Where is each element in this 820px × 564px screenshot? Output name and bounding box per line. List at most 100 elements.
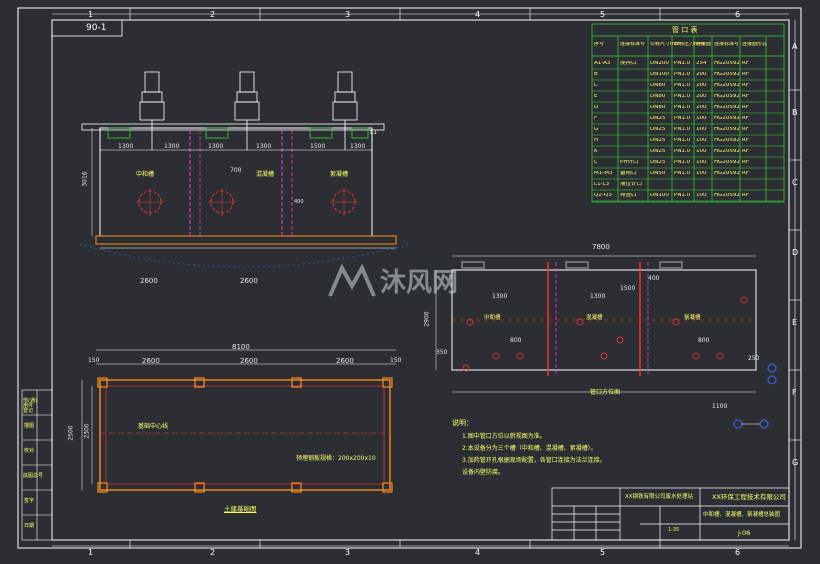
table-cell: DN80 [650,105,666,110]
table-cell: PN1.0 [674,83,691,88]
table-header-cell: 连接面 [696,42,712,47]
table-cell: PN1.0 [674,171,691,176]
front-tag-l1: L1 [370,129,378,136]
corner-code: 90-1 [86,23,107,33]
table-cell: PN1.0 [674,138,691,143]
side-view [435,255,777,429]
grid-top-3: 3 [345,10,351,19]
plan-part-2: 2600 [336,357,354,365]
table-cell: K [594,149,598,154]
grid-side-d: D [792,248,799,257]
left-strip [21,389,53,541]
table-cell: RF [742,83,749,88]
table-cell: L [594,160,598,165]
table-cell: RF [742,116,749,121]
table-header-cell: 连接标准号 [714,42,740,47]
grid-side-g: G [792,458,799,467]
notes-line-3: 设备内壁防腐。 [462,469,505,476]
side-dim-1: 400 [648,275,660,282]
agitator-2 [234,71,260,150]
grid-top-4: 4 [475,10,481,19]
grid-bottom-1: 1 [88,548,94,557]
plan-part-1: 2600 [240,357,258,365]
table-cell: PN1.0 [674,193,691,198]
grid-bottom-4: 4 [475,548,481,557]
title-scale: 1:35 [668,527,680,533]
front-height-dim: 3016 [81,171,89,187]
table-cell: PN1.0 [674,105,691,110]
outer-frame [17,7,802,549]
table-cell: HG20592 [714,116,740,121]
agitator-1 [139,71,165,150]
grid-top-ticks [52,8,801,548]
table-header-cell: 连接面形式 [742,42,768,47]
table-cell: HG20592 [714,160,740,165]
table-cell: HG20592 [714,61,740,66]
table-cell: PN1.0 [674,94,691,99]
table-cell: RF [742,138,749,143]
table-cell: 排渣口 [620,193,637,198]
table-cell: PN1.0 [674,116,691,121]
table-header-cell: 序号 [594,42,605,47]
side-dim-4: 800 [510,337,522,344]
front-dim-top-5: 1300 [350,143,366,150]
front-dim-top-4: 1500 [310,143,326,150]
table-cell: DN25 [650,149,666,154]
table-cell: HG20592 [714,72,740,77]
strip-label-5: 日期 [24,523,35,529]
table-cell: G [594,127,599,132]
front-dim-top-3: 1300 [256,143,272,150]
grid-bottom-6: 6 [735,548,741,557]
front-dim-400: 400 [294,199,304,205]
watermark-logo [328,263,376,297]
corner-code-box [51,19,123,37]
table-cell: RF [742,105,749,110]
table-cell: RF [742,127,749,132]
table-cell: DN25 [650,160,666,165]
tank-body [99,127,373,237]
side-label-1: 混凝槽 [586,315,603,321]
table-cell: E [594,94,598,99]
table-cell: DN200 [650,61,669,66]
grid-side-a: A [792,42,798,51]
table-header-cell: 公称尺寸mm [650,42,680,47]
strip-label-0: 借(通)用件登记 [23,398,37,414]
table-cell: H [594,138,599,143]
table-cell: DN80 [650,83,666,88]
table-header-cell: 公称压力MPa [674,42,705,47]
title-project: XX钢铁有限公司废水处理站 [625,494,694,500]
table-cell: HG20592 [714,193,740,198]
side-label-0: 中和槽 [484,315,501,321]
table-cell: PN1.0 [674,160,691,165]
front-dim-top-0: 1300 [118,143,134,150]
plan-end-0: 150 [88,357,100,364]
table-cell: DN100 [650,72,669,77]
table-cell: 200 [696,83,707,88]
title-number: J-06 [738,529,751,537]
table-cell: PN1.0 [674,72,691,77]
plan-caption: 土建基础图 [224,505,257,513]
title-drawing: 中和槽、混凝槽、絮凝槽总装图 [703,512,781,518]
side-dim-0: 1500 [620,285,636,292]
side-dim-5: 800 [698,337,710,344]
table-cell: 备用口 [620,171,637,176]
front-dim-bottom-1: 2600 [240,277,258,285]
side-small-0: 350 [436,349,448,356]
table-cell: 100 [696,138,707,143]
table-cell: PH计口 [620,160,639,165]
plan-plate-note: 预埋钢板规格：200x200x10 [296,455,376,462]
table-cell: DN100 [650,193,669,198]
strip-label-3: 底图总号 [23,473,44,479]
notes-line-0: 1.图中管口方位以俯视图为准。 [462,433,546,440]
table-cell: DN25 [650,116,666,121]
table-cell: 100 [696,171,707,176]
table-cell: PN1.0 [674,127,691,132]
plan-end-1: 150 [390,357,402,364]
table-cell: RF [742,160,749,165]
table-cell: L1-L3 [594,182,610,187]
table-cell: DN25 [650,127,666,132]
grid-side-f: F [792,388,797,397]
table-title: 管 口 表 [672,26,698,34]
table-cell: Q2-Q3 [594,193,612,198]
